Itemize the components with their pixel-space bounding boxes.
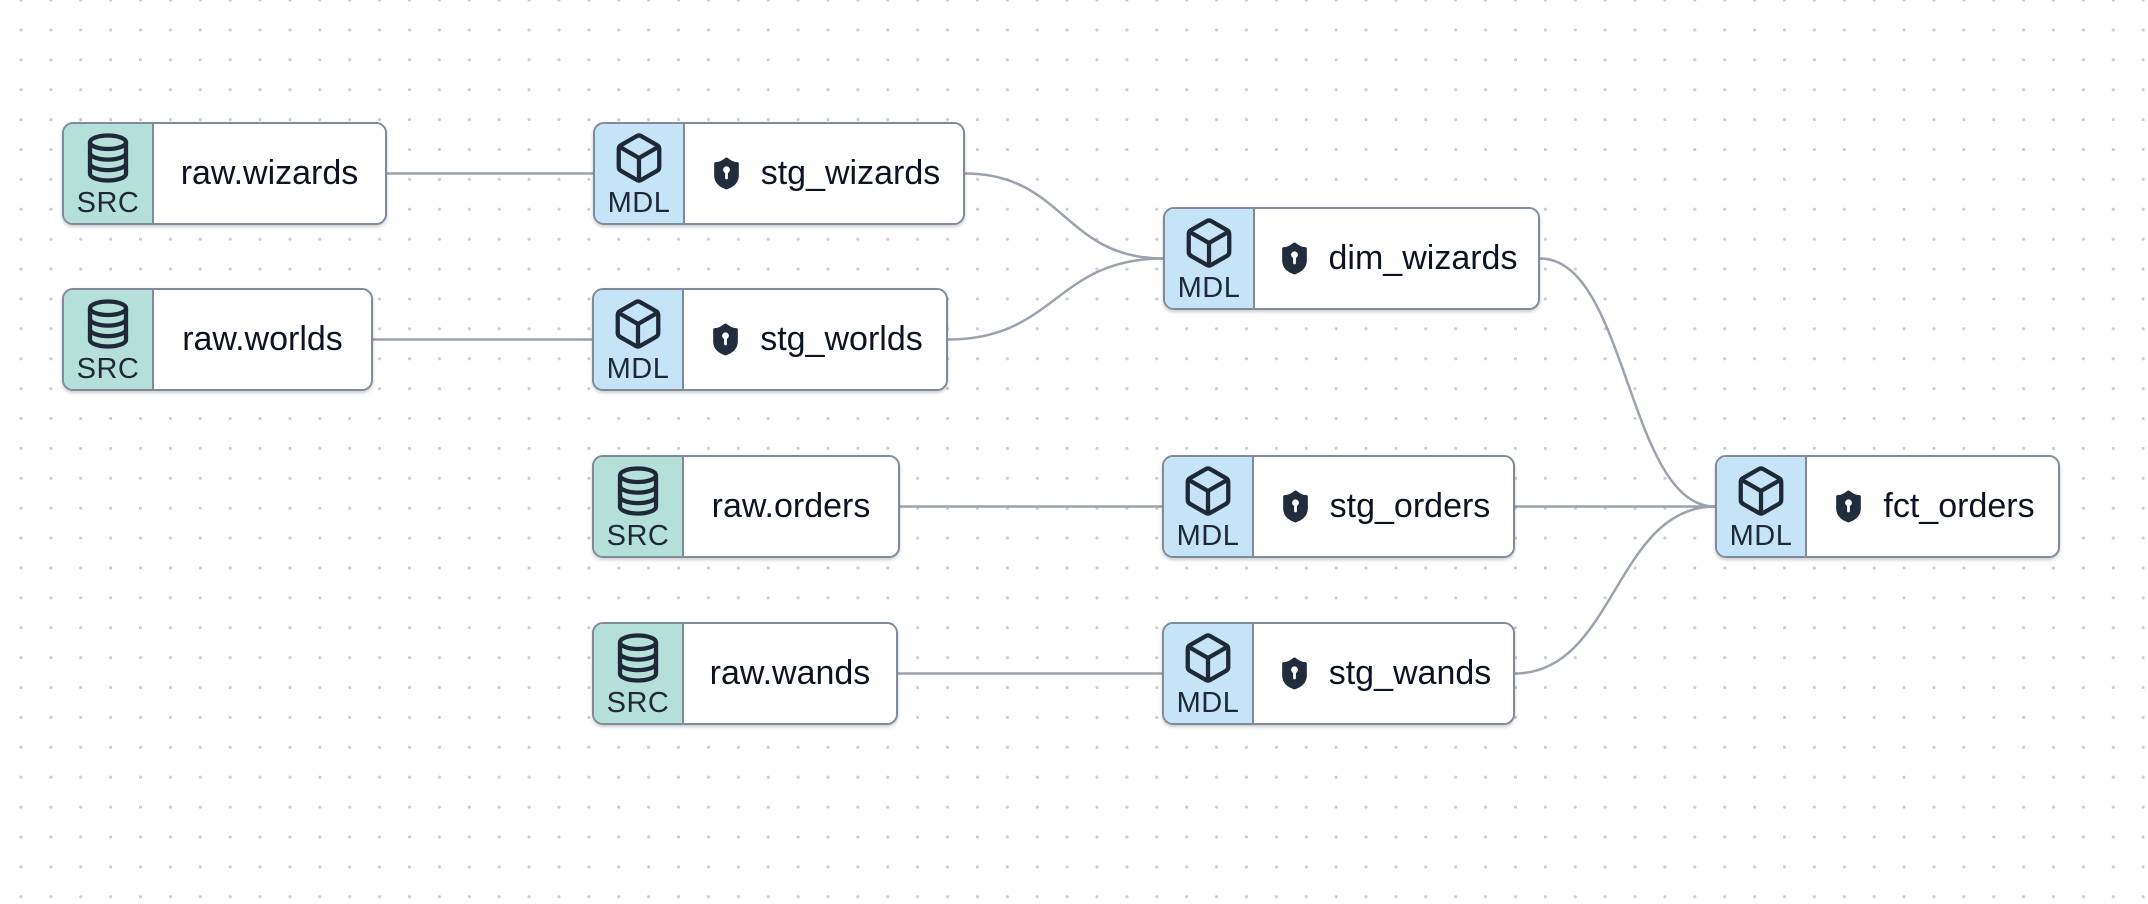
database-icon — [81, 131, 135, 185]
node-label-area: stg_wands — [1254, 624, 1513, 723]
node-label-area: raw.wands — [684, 624, 896, 723]
shield-icon — [708, 153, 745, 194]
cube-icon — [1181, 631, 1235, 685]
node-type-badge: SRC — [594, 624, 684, 723]
edge-stg_wands-to-fct_orders — [1514, 505, 1716, 675]
node-label: raw.wizards — [180, 154, 359, 192]
cube-icon — [611, 297, 665, 351]
database-icon — [611, 464, 665, 518]
node-badge-label: MDL — [607, 187, 671, 220]
node-stg_orders[interactable]: MDL stg_orders — [1162, 455, 1515, 558]
node-label-area: stg_wizards — [685, 124, 963, 223]
database-icon — [611, 631, 665, 685]
node-type-badge: MDL — [1164, 624, 1254, 723]
node-stg_wands[interactable]: MDL stg_wands — [1162, 622, 1515, 725]
node-badge-label: MDL — [1177, 272, 1241, 305]
edge-stg_worlds-to-dim_wizards — [947, 257, 1164, 341]
database-icon — [81, 297, 135, 351]
cube-icon — [1181, 464, 1235, 518]
node-badge-label: SRC — [606, 520, 670, 553]
node-label: raw.wands — [709, 654, 871, 692]
node-type-badge: SRC — [64, 124, 154, 223]
cube-icon — [612, 131, 666, 185]
node-stg_wizards[interactable]: MDL stg_wizards — [593, 122, 965, 225]
node-label-area: raw.orders — [684, 457, 898, 556]
shield-icon — [1276, 653, 1313, 694]
node-type-badge: MDL — [594, 290, 684, 389]
node-badge-label: MDL — [1729, 520, 1793, 553]
node-label: fct_orders — [1883, 487, 2035, 525]
node-type-badge: MDL — [1717, 457, 1807, 556]
node-label-area: raw.worlds — [154, 290, 371, 389]
node-badge-label: SRC — [76, 187, 140, 220]
node-fct_orders[interactable]: MDL fct_orders — [1715, 455, 2060, 558]
node-label-area: raw.wizards — [154, 124, 385, 223]
node-label-area: fct_orders — [1807, 457, 2058, 556]
shield-icon — [1277, 486, 1314, 527]
node-label: stg_orders — [1329, 487, 1491, 525]
shield-icon — [1276, 238, 1313, 279]
node-badge-label: SRC — [76, 353, 140, 386]
node-stg_worlds[interactable]: MDL stg_worlds — [592, 288, 948, 391]
node-raw_wands[interactable]: SRC raw.wands — [592, 622, 898, 725]
node-raw_worlds[interactable]: SRC raw.worlds — [62, 288, 373, 391]
edge-dim_wizards-to-fct_orders — [1539, 257, 1716, 508]
node-type-badge: MDL — [1165, 209, 1255, 308]
node-label: stg_worlds — [760, 320, 923, 358]
node-badge-label: MDL — [1176, 687, 1240, 720]
edge-stg_wizards-to-dim_wizards — [964, 172, 1164, 260]
node-label-area: stg_orders — [1254, 457, 1513, 556]
cube-icon — [1182, 216, 1236, 270]
node-label: stg_wands — [1328, 654, 1492, 692]
node-badge-label: MDL — [606, 353, 670, 386]
node-label: raw.worlds — [182, 320, 343, 358]
node-badge-label: SRC — [606, 687, 670, 720]
node-label-area: stg_worlds — [684, 290, 946, 389]
node-label-area: dim_wizards — [1255, 209, 1538, 308]
cube-icon — [1734, 464, 1788, 518]
node-raw_wizards[interactable]: SRC raw.wizards — [62, 122, 387, 225]
node-type-badge: SRC — [64, 290, 154, 389]
node-type-badge: SRC — [594, 457, 684, 556]
node-dim_wizards[interactable]: MDL dim_wizards — [1163, 207, 1540, 310]
node-label: dim_wizards — [1328, 239, 1518, 277]
node-label: stg_wizards — [760, 154, 941, 192]
node-type-badge: MDL — [595, 124, 685, 223]
node-raw_orders[interactable]: SRC raw.orders — [592, 455, 900, 558]
shield-icon — [707, 319, 744, 360]
shield-icon — [1830, 486, 1867, 527]
node-type-badge: MDL — [1164, 457, 1254, 556]
node-label: raw.orders — [711, 487, 871, 525]
node-badge-label: MDL — [1176, 520, 1240, 553]
